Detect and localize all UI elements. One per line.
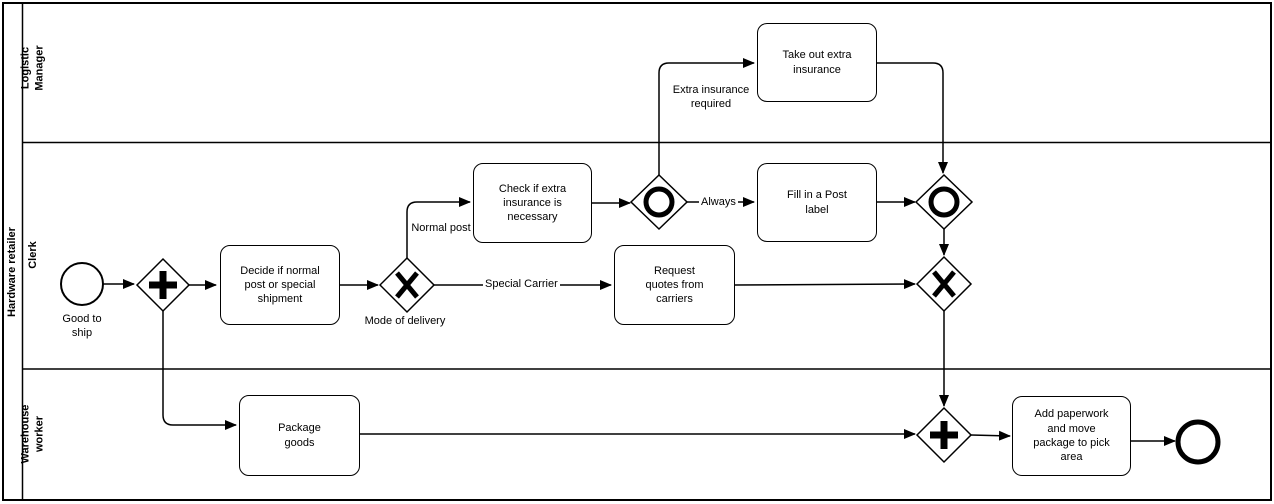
flow-takeout-to-inclusive-join [877,62,948,174]
lane-label-warehouse-worker: Warehouse worker [19,404,45,464]
parallel-gateway-join [915,406,973,464]
flow-normal-post [406,197,471,258]
task-label: Add paperwork and move package to pick a… [1033,408,1110,464]
parallel-gateway-split [135,257,191,313]
task-request-quotes: Request quotes from carriers [614,245,735,325]
end-event [1175,419,1221,465]
x-icon [395,271,419,299]
start-event [60,262,104,306]
lane-label-logistic-manager: Logistic Manager [19,45,45,91]
exclusive-gateway-join [915,255,973,313]
pool-label: Hardware retailer [6,227,19,317]
flow-parallel-join-to-add-paperwork [970,430,1011,441]
task-add-paperwork: Add paperwork and move package to pick a… [1012,396,1131,476]
task-label: Package goods [278,422,321,449]
x-icon [932,270,956,298]
plus-icon [149,271,177,299]
flow-label-special-carrier: Special Carrier [483,278,560,292]
task-label: Check if extra insurance is necessary [498,182,567,224]
task-take-out-insurance: Take out extra insurance [757,23,877,102]
task-label: Fill in a Post label [787,189,847,216]
flow-parallel-split-to-package-goods [162,311,237,430]
lane-label-clerk: Clerk [27,241,40,269]
task-decide-shipment: Decide if normal post or special shipmen… [220,245,340,325]
inclusive-gateway-join [914,173,974,231]
start-event-label: Good to ship [62,313,102,339]
circle-icon [643,186,675,218]
gateway-label-mode-of-delivery: Mode of delivery [364,315,446,327]
plus-icon [930,421,958,449]
task-label: Decide if normal post or special shipmen… [240,264,320,306]
task-label: Take out extra insurance [782,49,852,76]
flow-label-always: Always [699,196,738,210]
task-fill-post-label: Fill in a Post label [757,163,877,242]
circle-icon [928,186,960,218]
task-check-insurance: Check if extra insurance is necessary [473,163,592,243]
task-label: Request quotes from carriers [645,264,704,306]
flow-request-to-exclusive-join [734,279,916,290]
flow-label-normal-post: Normal post [411,222,471,234]
exclusive-gateway-mode-of-delivery [378,256,436,314]
inclusive-gateway-split [629,173,689,231]
flow-label-extra-insurance-required: Extra insurance required [672,84,750,110]
flow-extra-insurance-required [658,58,755,176]
task-package-goods: Package goods [239,395,360,476]
